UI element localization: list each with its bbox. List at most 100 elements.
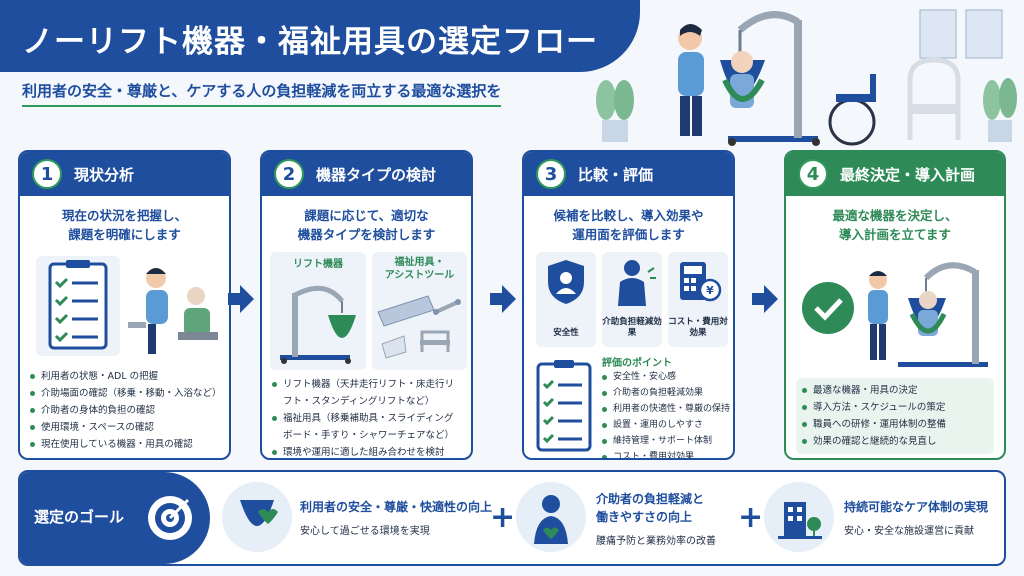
step-2-header: 2 機器タイプの検討 (262, 152, 471, 196)
list-item: 設置・運用のしやすさ (602, 417, 732, 433)
step-4-summary-box: 最適な機器・用具の決定 導入方法・スケジュールの策定 職員への研修・運用体制の整… (796, 378, 994, 454)
step-3-bullets: 安全性・安心感 介助者の負担軽減効果 利用者の快適性・尊厳の保持 設置・運用のし… (602, 369, 732, 458)
eval-points-title: 評価のポイント (602, 358, 672, 369)
lift-equipment-label: リフト機器 (293, 259, 343, 270)
goal-item-2-title: 介助者の負担軽減と 働きやすさの向上 (596, 490, 704, 526)
list-item: 介助者の身体的負担の確認 (30, 402, 219, 419)
calculator-yen-icon: ¥ (680, 262, 722, 302)
step-1-number: 1 (32, 159, 62, 189)
list-item: 使用環境・スペースの確認 (30, 419, 219, 436)
list-item: 現在使用している機器・用具の確認 (30, 436, 219, 453)
step-3-tiles: 安全性 介助負担軽減効果 ¥ コスト・費用対効果 (532, 252, 728, 347)
assist-tools-label-1: 福祉用具・ (394, 257, 445, 268)
goal-item-1-title: 利用者の安全・尊厳・快適性の向上 (300, 500, 493, 514)
list-item: 環境や運用に適した組み合わせを検討 (272, 444, 461, 458)
step-4-lead-line-1: 最適な機器を決定し、 (832, 208, 958, 223)
step-4-header: 4 最終決定・導入計画 (786, 152, 1004, 196)
step-2-title: 機器タイプの検討 (316, 165, 437, 184)
caregiver-heart-icon (534, 495, 568, 544)
svg-text:¥: ¥ (706, 284, 714, 297)
list-item: 利用者の快適性・尊厳の保持 (602, 401, 732, 417)
goal-item-3: 持続可能なケア体制の実現 安心・安全な施設運営に貢献 (764, 472, 1004, 564)
title-band (0, 0, 640, 72)
step-4-title: 最終決定・導入計画 (840, 165, 976, 184)
goal-item-1-icon-bg (222, 482, 292, 552)
plus-sign-1: + (490, 500, 516, 535)
list-item: 職員への研修・運用体制の整備 (802, 416, 988, 433)
target-icon (148, 496, 192, 540)
step-3-lead-line-1: 候補を比較し、導入効果や (553, 208, 704, 223)
lift-equipment-box: リフト機器 (270, 252, 366, 370)
step-3-lead: 候補を比較し、導入効果や 運用面を評価します (524, 206, 733, 244)
step-3-header: 3 比較・評価 (524, 152, 733, 196)
goal-item-1: 利用者の安全・尊厳・快適性の向上 安心して過ごせる環境を実現 (216, 472, 496, 564)
step-1-title: 現状分析 (74, 165, 135, 184)
step-1-lead-line-2: 課題を明確にします (68, 227, 181, 242)
step-card-3: 3 比較・評価 候補を比較し、導入効果や 運用面を評価します 安全性 介助負担軽… (522, 150, 735, 460)
building-tree-icon (778, 502, 822, 539)
step-1-bullets: 利用者の状態・ADL の把握 介助場面の確認（移乗・移動・入浴など） 介助者の身… (20, 368, 229, 453)
checklist-icon (36, 256, 120, 356)
list-item: コスト・費用対効果 (602, 449, 732, 458)
sling-heart-icon (240, 500, 278, 526)
step-2-number: 2 (274, 159, 304, 189)
step-2-lead: 課題に応じて、適切な 機器タイプを検討します (262, 206, 471, 244)
goal-item-2-title-line-2: 働きやすさの向上 (596, 510, 693, 524)
list-item: リフト機器（天井走行リフト・床走行リフト・スタンディングリフトなど） (272, 376, 461, 410)
list-item: 福祉用具（移乗補助具・スライディングボード・手すり・シャワーチェアなど） (272, 410, 461, 444)
goal-item-2-title-line-1: 介助者の負担軽減と (596, 492, 705, 506)
step-4-lead: 最適な機器を決定し、 導入計画を立てます (786, 206, 1004, 244)
goal-item-2-icon-bg (516, 482, 586, 552)
step-2-lead-line-1: 課題に応じて、適切な (304, 208, 429, 223)
step-2-bullets: リフト機器（天井走行リフト・床走行リフト・スタンディングリフトなど） 福祉用具（… (262, 376, 471, 458)
patient-lift-icon (280, 285, 356, 364)
step-3-lead-line-2: 運用面を評価します (572, 227, 685, 242)
list-item: 利用者の状態・ADL の把握 (30, 368, 219, 385)
list-item: 最適な機器・用具の決定 (802, 382, 988, 399)
goal-item-2-sub: 腰痛予防と業務効率の改善 (596, 536, 716, 547)
check-circle-icon (802, 282, 854, 334)
goal-header: 選定のゴール (20, 472, 210, 564)
flow-arrow-2 (490, 285, 516, 313)
page-subtitle: 利用者の安全・尊厳と、ケアする人の負担軽減を両立する最適な選択を (22, 80, 502, 107)
goal-item-3-title: 持続可能なケア体制の実現 (844, 500, 989, 514)
assist-tools-label-2: アシストツール (384, 270, 455, 281)
goal-item-3-sub: 安心・安全な施設運営に貢献 (844, 526, 974, 537)
list-item: 効果の確認と継続的な見直し (802, 433, 988, 450)
step-card-2: 2 機器タイプの検討 課題に応じて、適切な 機器タイプを検討します リフト機器 … (260, 150, 473, 460)
caregiver-patient-illustration (128, 268, 218, 354)
eval-tile-burden-label: 介助負担軽減効果 (602, 317, 662, 338)
step-3-title: 比較・評価 (578, 165, 654, 184)
goal-section: 選定のゴール 利用者の安全・尊厳・快適性の向上 安心して過ごせる環境を実現 + (18, 470, 1006, 566)
step-4-number: 4 (798, 159, 828, 189)
step-card-4: 4 最終決定・導入計画 最適な機器を決定し、 導入計画を立てます (784, 150, 1006, 460)
step-1-illustration (28, 252, 221, 362)
goal-item-3-icon-bg (764, 482, 834, 552)
step-1-header: 1 現状分析 (20, 152, 229, 196)
list-item: 介助場面の確認（移乗・移動・入浴など） (30, 385, 222, 402)
step-3-checklist (532, 360, 596, 456)
assist-tools-box: 福祉用具・ アシストツール (372, 252, 467, 370)
flow-arrow-1 (228, 285, 254, 313)
step-2-illustration: リフト機器 福祉用具・ アシストツール (270, 252, 467, 370)
assist-tools-icon (377, 295, 461, 359)
eval-tile-cost: ¥ コスト・費用対効果 (668, 252, 728, 347)
list-item: 介助者の負担軽減効果 (602, 385, 732, 401)
eval-tile-burden: 介助負担軽減効果 (602, 252, 662, 347)
step-1-lead: 現在の状況を把握し、 課題を明確にします (20, 206, 229, 244)
step-3-number: 3 (536, 159, 566, 189)
page-title: ノーリフト機器・福祉用具の選定フロー (22, 24, 598, 60)
eval-tile-safety: 安全性 (536, 252, 596, 347)
checklist-icon (536, 360, 592, 452)
list-item: 導入方法・スケジュールの策定 (802, 399, 988, 416)
goal-item-2: 介助者の負担軽減と 働きやすさの向上 腰痛予防と業務効率の改善 (516, 472, 746, 564)
hero-lift-illustration (596, 9, 1017, 146)
eval-tile-cost-label: コスト・費用対効果 (668, 317, 728, 338)
list-item: 維持管理・サポート体制 (602, 433, 732, 449)
shield-icon (548, 260, 584, 304)
person-relief-icon (618, 260, 656, 306)
patient-lift-icon (868, 262, 988, 367)
step-card-1: 1 現状分析 現在の状況を把握し、 課題を明確にします (18, 150, 231, 460)
goal-label: 選定のゴール (34, 508, 125, 526)
eval-tile-safety-label: 安全性 (553, 328, 579, 338)
